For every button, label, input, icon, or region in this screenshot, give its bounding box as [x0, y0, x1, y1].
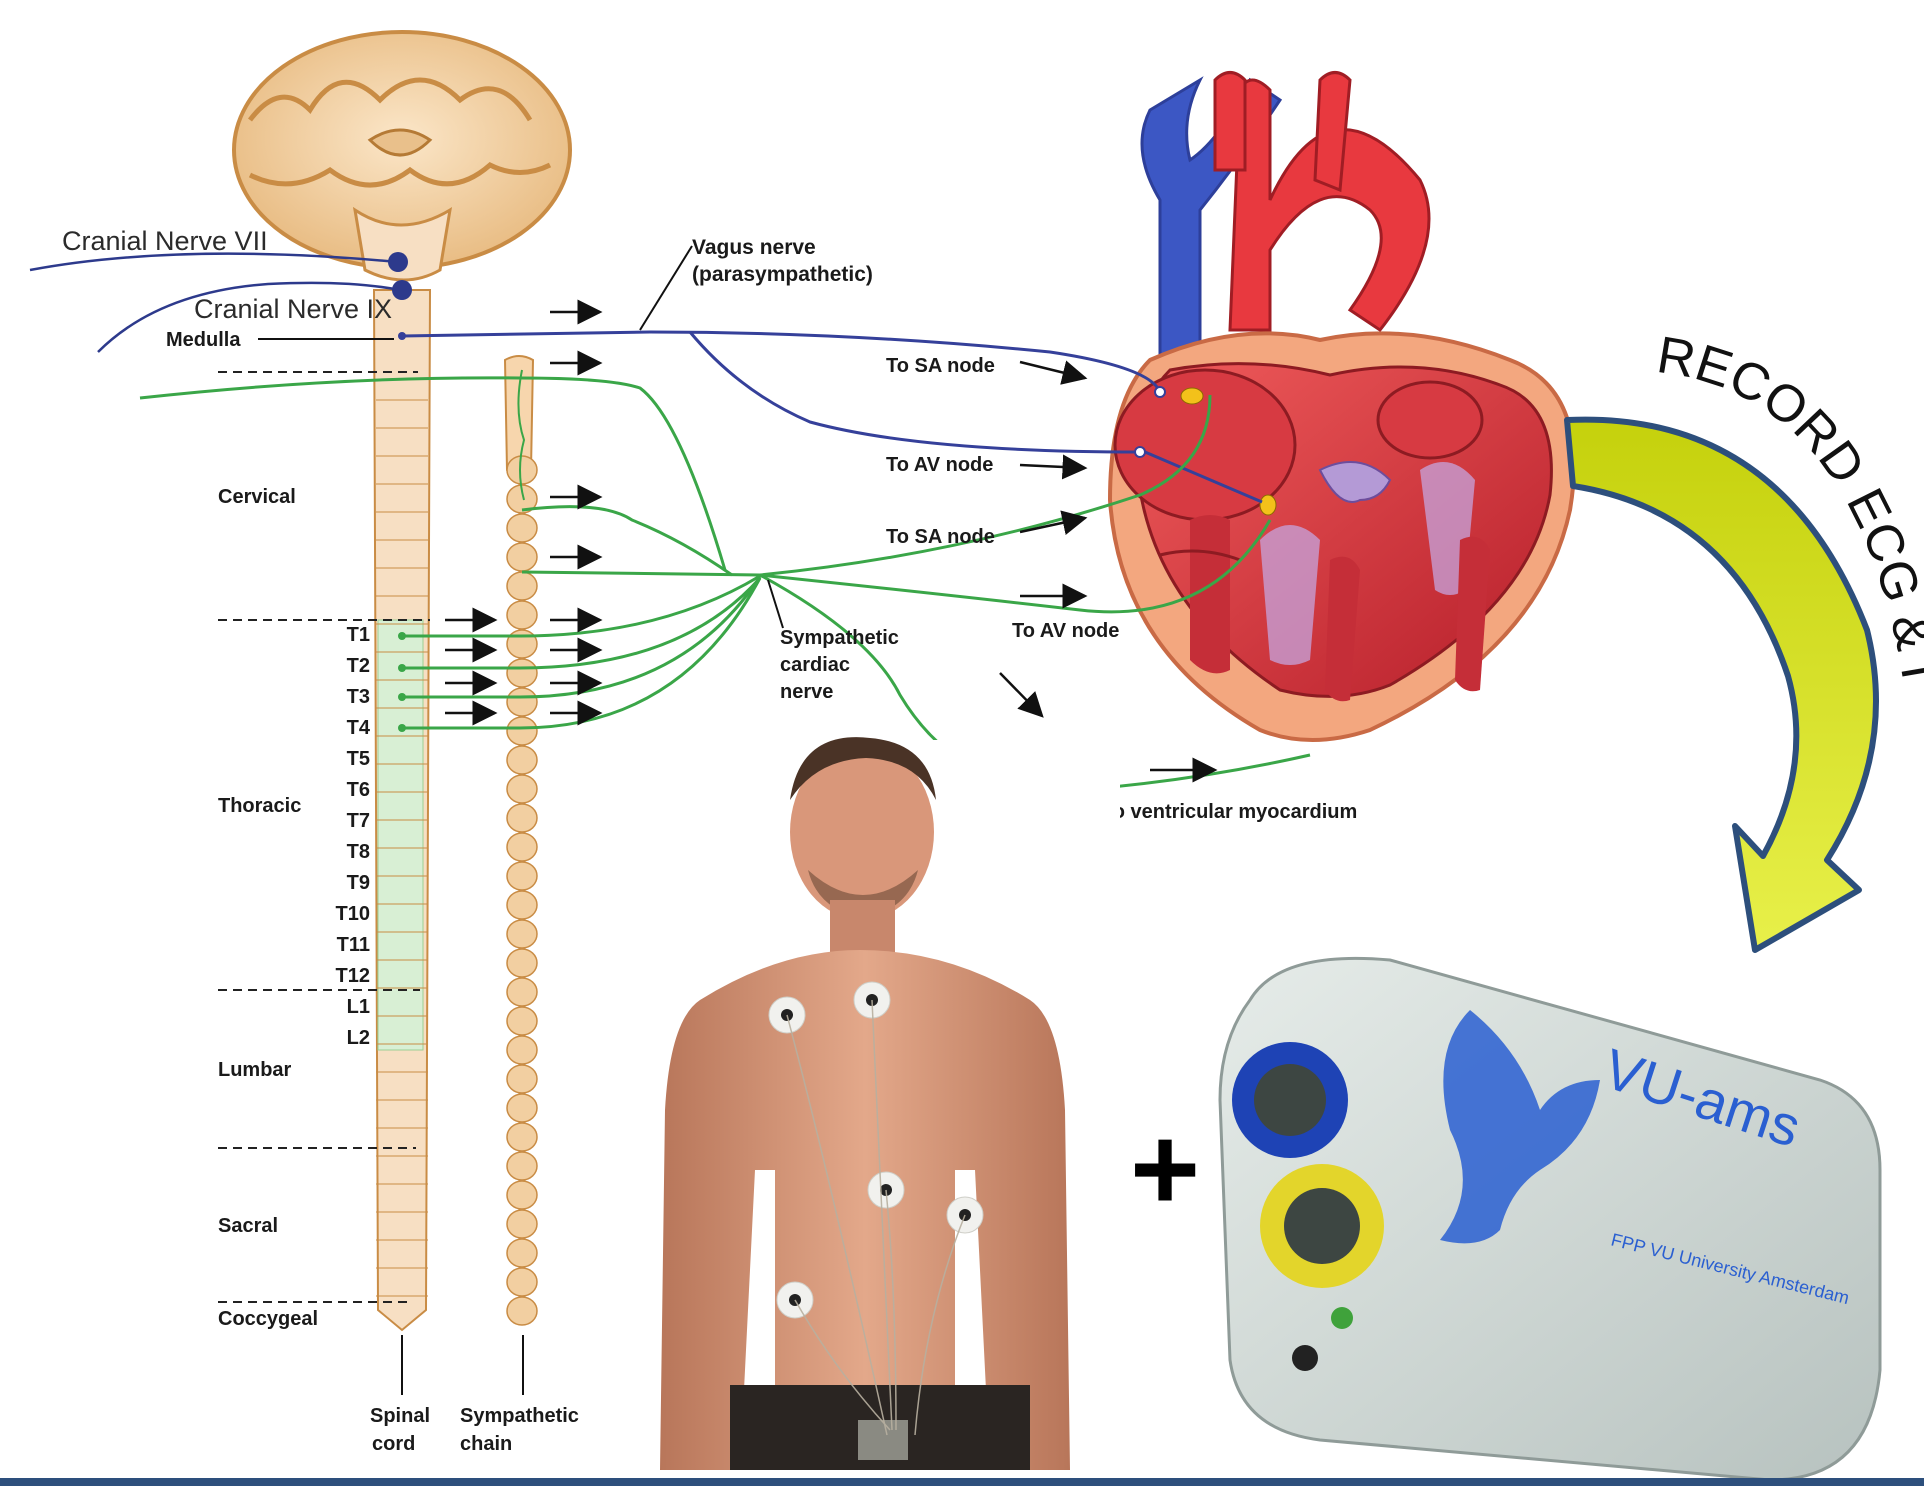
- spinal-cord-label-1: Spinal: [370, 1405, 430, 1427]
- cranial-ix-dot: [392, 280, 412, 300]
- plus-sign: +: [1130, 1102, 1200, 1236]
- record-curved-arrow: [1567, 420, 1876, 950]
- segment-label-t4: T4: [347, 717, 371, 739]
- cervical-label: Cervical: [218, 486, 296, 508]
- brain-illustration: [234, 32, 570, 280]
- segment-label-t8: T8: [347, 841, 370, 863]
- to-ventricular-label: To ventricular myocardium: [1102, 801, 1357, 823]
- vagus-label-line2: (parasympathetic): [692, 263, 873, 286]
- segment-label-t11: T11: [337, 934, 370, 956]
- sympathetic-chain-label-2: chain: [460, 1433, 512, 1455]
- segment-label-l2: L2: [347, 1027, 370, 1049]
- to-av-node-label-1: To AV node: [886, 454, 993, 476]
- segment-label-t5: T5: [347, 748, 370, 770]
- medulla-label: Medulla: [166, 329, 241, 351]
- sympathetic-cardiac-label-1: Sympathetic: [780, 627, 899, 649]
- sympathetic-chain-label-1: Sympathetic: [460, 1405, 579, 1427]
- segment-label-l1: L1: [347, 996, 370, 1018]
- cranial-nerve-ix-label: Cranial Nerve IX: [194, 294, 392, 324]
- lumbar-label: Lumbar: [218, 1059, 292, 1081]
- segment-label-t3: T3: [347, 686, 370, 708]
- segment-label-t6: T6: [347, 779, 370, 801]
- heart-illustration: [1110, 73, 1574, 741]
- vagus-label-line1: Vagus nerve: [692, 236, 816, 259]
- sympathetic-cardiac-label-2: cardiac: [780, 654, 850, 676]
- person-with-electrodes-photo: [660, 737, 1120, 1470]
- coccygeal-label: Coccygeal: [218, 1308, 318, 1330]
- cranial-nerve-vii-label: Cranial Nerve VII: [62, 226, 268, 256]
- segment-label-t10: T10: [336, 903, 370, 925]
- to-av-node-label-2: To AV node: [1012, 620, 1119, 642]
- spinal-cord: [374, 290, 430, 1330]
- spinal-cord-label-2: cord: [372, 1433, 415, 1455]
- thoracic-label: Thoracic: [218, 795, 301, 817]
- segment-label-t1: T1: [347, 624, 370, 646]
- segment-label-t9: T9: [347, 872, 370, 894]
- to-sa-node-label-1: To SA node: [886, 355, 995, 377]
- sympathetic-chain: [505, 356, 537, 1325]
- segment-label-t12: T12: [336, 965, 370, 987]
- cranial-vii-dot: [388, 252, 408, 272]
- sacral-label: Sacral: [218, 1215, 278, 1237]
- footer-bar: [0, 1478, 1924, 1486]
- sympathetic-cardiac-label-3: nerve: [780, 681, 833, 703]
- segment-label-t7: T7: [347, 810, 370, 832]
- vu-ams-device-photo: VU-ams FPP VU University Amsterdam: [1220, 958, 1880, 1480]
- segment-label-t2: T2: [347, 655, 370, 677]
- to-sa-node-label-2: To SA node: [886, 526, 995, 548]
